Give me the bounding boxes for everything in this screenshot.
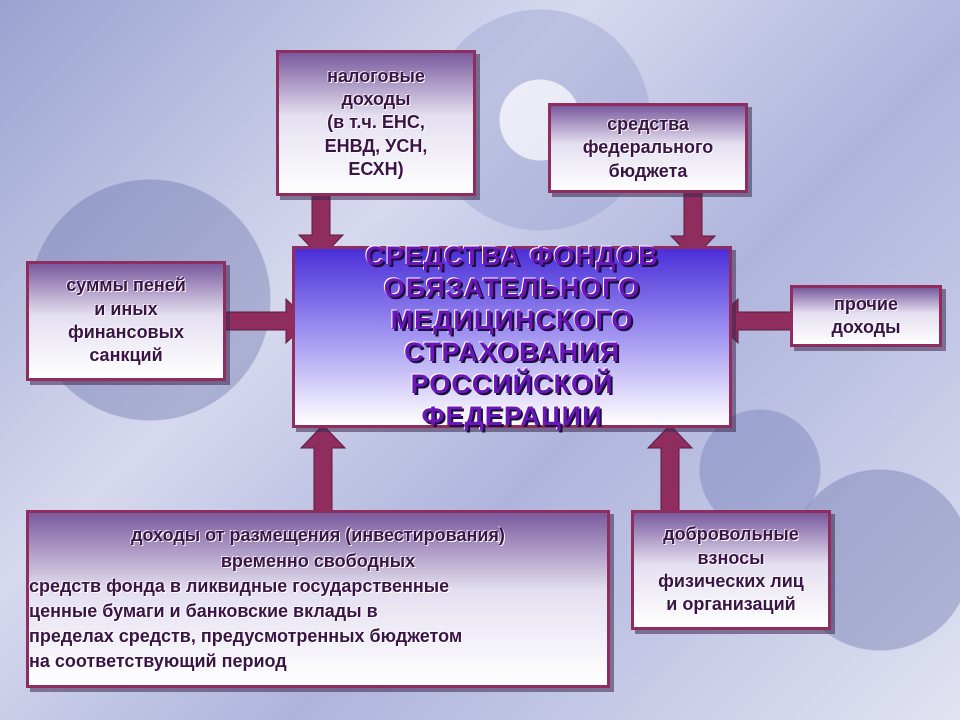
box-other-income: прочие доходы <box>790 285 942 347</box>
box-text-line: временно свободных <box>220 550 416 571</box>
arrow-from-investment-income <box>299 424 347 513</box>
box-text-line: доходы от размещения (инвестирования) <box>131 525 505 546</box>
central-title-line: РОССИЙСКОЙ <box>410 368 614 399</box>
box-text-line: средства <box>607 113 689 134</box>
central-title-line: МЕДИЦИНСКОГО <box>390 305 634 336</box>
box-text-line: финансовых <box>67 322 185 342</box>
box-text-line: добровольные <box>663 524 799 545</box>
central-title-line: СТРАХОВАНИЯ <box>404 337 620 367</box>
box-penalties: суммы пеней и иных финансовых санкций <box>26 261 226 381</box>
central-box-fund: СРЕДСТВА ФОНДОВ ОБЯЗАТЕЛЬНОГО МЕДИЦИНСКО… <box>292 241 732 431</box>
central-title-line: ОБЯЗАТЕЛЬНОГО <box>383 273 641 304</box>
arrow-from-voluntary <box>646 424 694 513</box>
box-text-line: ценные бумаги и банковские вклады в <box>29 601 378 621</box>
box-text-line: (в т.ч. ЕНС, <box>327 112 425 133</box>
box-text-line: пределах средств, предусмотренных бюджет… <box>29 626 463 647</box>
box-text-line: ЕСХН) <box>348 159 404 180</box>
box-voluntary-contributions: добровольные взносы физических лиц и орг… <box>631 510 831 630</box>
box-text-line: санкций <box>89 345 163 366</box>
box-text-line: налоговые <box>327 65 425 86</box>
box-text-line: суммы пеней <box>66 275 186 296</box>
box-text-line: на соответствующий период <box>29 651 287 672</box>
box-text-line: федерального <box>582 137 714 158</box>
box-tax-income: налоговые доходы (в т.ч. ЕНС, ЕНВД, УСН,… <box>276 50 476 196</box>
box-investment-income: доходы от размещения (инвестирования) вр… <box>26 510 610 688</box>
box-text-line: и организаций <box>666 594 796 615</box>
box-text-line: доходы <box>831 317 901 337</box>
central-title-line: ФЕДЕРАЦИИ <box>421 400 603 431</box>
box-text-line: доходы <box>341 88 411 109</box>
central-title-line: СРЕДСТВА ФОНДОВ <box>365 241 659 272</box>
box-text-line: физических лиц <box>658 571 804 591</box>
box-federal-budget: средства федерального бюджета <box>548 103 748 193</box>
box-text-line: прочие <box>834 293 898 314</box>
box-text-line: и иных <box>94 298 158 319</box>
box-text-line: взносы <box>697 547 765 568</box>
box-text-line: средств фонда в ликвидные государственны… <box>29 575 450 596</box>
box-text-line: бюджета <box>608 160 688 181</box>
box-text-line: ЕНВД, УСН, <box>324 135 428 156</box>
